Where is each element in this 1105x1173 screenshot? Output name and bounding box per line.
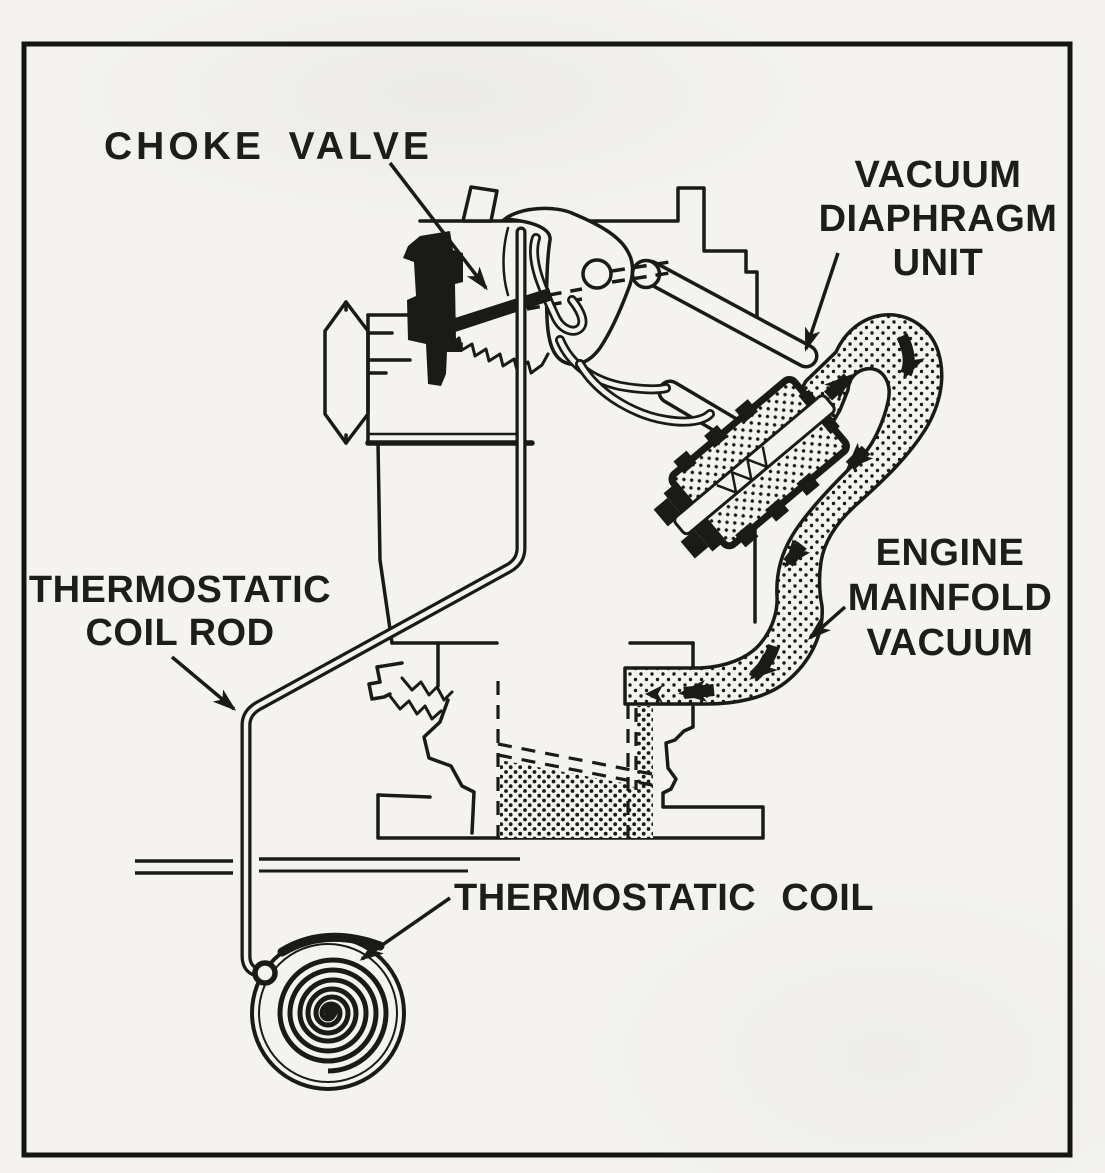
thermostatic-coil [250,932,406,1091]
leader-arrows [170,161,847,961]
coil-rod-leader-arrow [170,655,237,711]
choke-rod [240,226,527,977]
frame-border [21,41,1073,1158]
bore-vacuum-stipple [500,760,640,838]
diaphragm-spring-zigzag [716,446,769,495]
gasket-squiggle-line [450,336,550,375]
engine-mainfold-vacuum-label-line1: ENGINE [875,532,1025,574]
flow-arrow-leg-2 [783,538,811,568]
choke-valve-lever-black [403,231,463,386]
mounting-bracket-lines [135,857,520,875]
flow-arrow-into-base [678,679,715,702]
flow-arrowhead-junction [645,685,663,703]
fuel-inlet-hex-nut [323,300,370,445]
vacuum-diaphragm-unit-label-line3: UNIT [892,242,984,284]
screw-thread-zigzag-bottom [388,694,443,721]
thermostatic-coil-leader-arrow [359,896,451,961]
flow-arrow-elbow [749,643,780,681]
vacuum-diaphragm-unit-label-line1: VACUUM [854,154,1022,196]
engine-mainfold-vacuum-label: ENGINE MAINFOLD VACUUM [810,531,1090,666]
engine-mainfold-vacuum-label-line2: MAINFOLD [847,577,1053,619]
choke-valve-label: CHOKE VALVE [104,125,433,168]
thermostatic-coil-rod-label: THERMOSTATIC COIL ROD [20,569,340,655]
throttle-plate-dashed-1 [497,742,653,776]
vacuum-diaphragm-leader-arrow [804,252,840,352]
throttle-bore [496,681,653,838]
coil-spiral [277,957,389,1074]
thermostatic-coil-rod-label-line1: THERMOSTATIC [28,569,332,611]
coil-rod-anchor-loop [252,960,278,986]
flow-arrow-up-right [823,373,853,401]
flow-arrow-down-top [896,333,925,380]
manifold-vacuum-leader-arrow [807,605,847,640]
thermostatic-coil-rod-label-line2: COIL ROD [85,612,275,654]
vacuum-diaphragm-unit-label: VACUUM DIAPHRAGM UNIT [798,153,1078,285]
choke-lever-plate [500,206,635,367]
thermostatic-coil-label: THERMOSTATIC COIL [454,877,875,919]
air-horn-tab [461,185,499,223]
diaphragm-plunger-rod [673,394,836,536]
vacuum-diaphragm-unit-label-line2: DIAPHRAGM [818,198,1058,240]
carburetor-body [323,185,765,840]
flow-arrow-leg-1 [845,442,874,471]
throttle-plate-dashed-2 [497,753,653,787]
idle-screw-head [367,661,404,701]
diaphragm-rib-icon [673,450,697,474]
choke-valve-leader-arrow [388,161,488,291]
vacuum-diaphragm-unit [653,375,850,559]
screw-thread-zigzag-top [400,676,454,702]
coil-center-dot [324,1005,338,1019]
choke-linkage [500,206,715,427]
vacuum-flow-arrows [678,333,925,702]
choke-shaft-pivot-circle [581,258,613,290]
choke-link-wires [529,233,715,427]
engine-mainfold-vacuum-label-line3: VACUUM [866,622,1034,664]
